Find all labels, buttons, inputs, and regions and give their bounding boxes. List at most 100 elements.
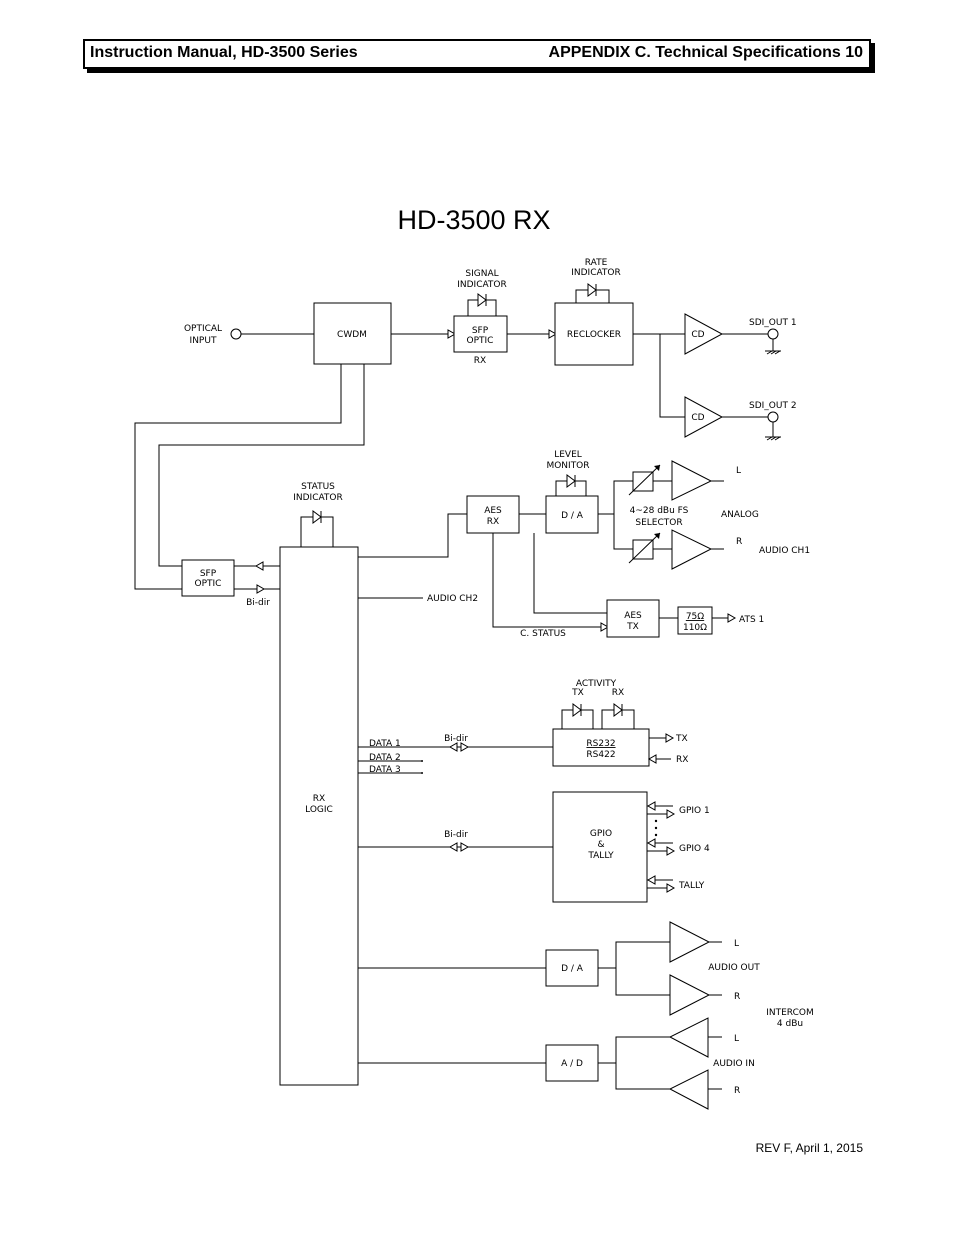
intercom-label-2: 4 dBu [777, 1019, 803, 1029]
serial-rx-label: RX [676, 755, 688, 765]
impedance-block [677, 606, 713, 635]
impedance-110: 110Ω [683, 623, 707, 633]
aes-rx-label-1: AES [484, 506, 502, 516]
c-status-label: C. STATUS [520, 629, 566, 639]
sfp-optic-block [181, 559, 235, 597]
data-3-label: DATA 3 [369, 765, 401, 775]
tally-label: TALLY [678, 881, 705, 891]
sfp-rx-sublabel: RX [474, 356, 486, 366]
cd-label-1: CD [691, 330, 704, 340]
rs232-label: RS232 [586, 739, 615, 749]
audio-ch2-label: AUDIO CH2 [427, 594, 478, 604]
da-block-intercom [545, 949, 599, 987]
status-indicator-diode [309, 510, 325, 524]
level-monitor-diode [563, 474, 579, 488]
ats-1-label: ATS 1 [739, 615, 764, 625]
sdi-out-1-label: SDI_OUT 1 [749, 318, 797, 328]
cd-label-2: CD [691, 413, 704, 423]
activity-tx-label: TX [571, 688, 584, 698]
diagram-title: HD-3500 RX [397, 205, 550, 235]
reclocker-label: RECLOCKER [567, 330, 621, 340]
audio-out-label: AUDIO OUT [708, 963, 760, 973]
da-label-ch1: D / A [561, 511, 584, 521]
page-header: Instruction Manual, HD-3500 Series APPEN… [83, 39, 871, 69]
audio-in-r-label: R [734, 1086, 740, 1096]
gpio-label-2: & [597, 840, 604, 850]
audio-out-amp-r [669, 974, 711, 1016]
status-indicator-label-1: STATUS [301, 482, 335, 492]
sfp-rx-label-1: SFP [472, 326, 489, 336]
gpio-label-1: GPIO [590, 829, 612, 839]
sdi-out-2-label: SDI_OUT 2 [749, 401, 797, 411]
audio-in-label: AUDIO IN [713, 1059, 755, 1069]
analog-label: ANALOG [721, 510, 759, 520]
activity-label: ACTIVITY [576, 679, 617, 689]
audio-out-amp-l [669, 921, 711, 963]
audio-in-amp-l [668, 1017, 709, 1058]
rs232-rs422-block [552, 728, 650, 767]
rate-indicator-label-2: INDICATOR [571, 268, 621, 278]
signal-indicator-diode [474, 293, 490, 307]
analog-r-label: R [736, 537, 742, 547]
sfp-rx-label-2: OPTIC [467, 336, 494, 346]
sfp-label-1: SFP [200, 569, 217, 579]
header-manual-title: Instruction Manual, HD-3500 Series [90, 44, 358, 61]
signal-indicator-label-2: INDICATOR [457, 280, 507, 290]
data-bidir-label: Bi-dir [444, 734, 468, 744]
sfp-label-2: OPTIC [195, 579, 222, 589]
gpio-4-label: GPIO 4 [679, 844, 710, 854]
cd-driver-2 [684, 396, 724, 438]
audio-in-amp-r [668, 1069, 709, 1110]
gpio-bidir-label: Bi-dir [444, 830, 468, 840]
optical-input-label-1: OPTICAL [184, 324, 222, 334]
aes-tx-block [606, 599, 660, 638]
activity-tx-diode [569, 703, 585, 717]
data-1-label: DATA 1 [369, 739, 401, 749]
rate-indicator-diode [584, 283, 600, 297]
rate-indicator-label-1: RATE [585, 258, 608, 268]
selector-label-1: 4~28 dBu FS [630, 506, 689, 516]
optical-input-label-2: INPUT [190, 336, 217, 346]
audio-ch1-label: AUDIO CH1 [759, 546, 810, 556]
aes-tx-label-1: AES [624, 611, 642, 621]
status-indicator-label-2: INDICATOR [293, 493, 343, 503]
cd-driver-1 [684, 313, 724, 355]
analog-l-label: L [736, 466, 741, 476]
rx-logic-block [279, 546, 359, 1086]
cwdm-block [313, 302, 392, 365]
sdi-out-2-connector [767, 411, 779, 423]
analog-amp-l [671, 460, 713, 501]
gpio-label-3: TALLY [587, 851, 614, 861]
optical-input-connector [230, 328, 242, 340]
activity-rx-diode [610, 703, 626, 717]
header-section-title: APPENDIX C. Technical Specifications 10 [548, 44, 863, 61]
aes-rx-block [466, 495, 520, 534]
data-2-label: DATA 2 [369, 753, 401, 763]
serial-tx-label: TX [675, 734, 688, 744]
signal-indicator-label-1: SIGNAL [465, 269, 498, 279]
audio-in-l-label: L [734, 1034, 739, 1044]
sdi-out-1-connector [767, 328, 779, 340]
audio-out-l-label: L [734, 939, 739, 949]
footer-revision: REV F, April 1, 2015 [755, 1141, 863, 1155]
level-monitor-label-1: LEVEL [554, 450, 582, 460]
activity-rx-label: RX [612, 688, 624, 698]
rs422-label: RS422 [586, 750, 615, 760]
sfp-bidir-label: Bi-dir [246, 598, 270, 608]
rx-logic-label-1: RX [313, 794, 325, 804]
level-monitor-label-2: MONITOR [546, 461, 589, 471]
analog-amp-r [671, 529, 713, 570]
gpio-1-label: GPIO 1 [679, 806, 710, 816]
ad-label: A / D [561, 1059, 583, 1069]
ad-block [545, 1044, 599, 1082]
da-label-intercom: D / A [561, 964, 584, 974]
aes-rx-label-2: RX [487, 517, 499, 527]
audio-out-r-label: R [734, 992, 740, 1002]
impedance-75: 75Ω [686, 612, 704, 622]
cwdm-label: CWDM [337, 330, 367, 340]
selector-label-2: SELECTOR [635, 518, 682, 528]
rx-logic-label-2: LOGIC [305, 805, 333, 815]
gpio-tally-block [552, 791, 648, 903]
intercom-label-1: INTERCOM [766, 1008, 814, 1018]
